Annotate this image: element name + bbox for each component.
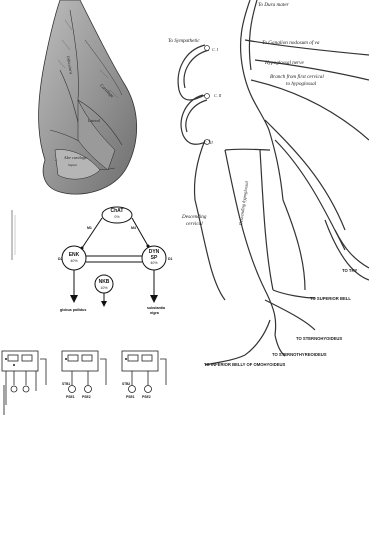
label-ganglion: To Ganglion nodosum of va — [262, 40, 319, 46]
anatomy-label-d: Alar cartilage — [64, 155, 87, 161]
edge-fragment — [0, 200, 20, 270]
schematic-label-2: PSE2 — [82, 395, 91, 400]
label-branch-first-cervical: Branch from first cervical — [270, 74, 324, 80]
label-c1: C. I — [212, 47, 218, 53]
schematic-small-1: STB1 — [62, 382, 70, 387]
cervical-nerve-drawing — [165, 0, 369, 380]
label-m1: M1 — [87, 226, 92, 231]
label-d2: D2 — [58, 257, 62, 262]
node-nkb: NKB — [94, 279, 114, 285]
node-dyn-pct: 40% — [142, 261, 166, 265]
node-enk: ENK — [62, 252, 86, 258]
nose-anatomy-drawing — [0, 0, 165, 200]
output-nigra: nigra — [150, 311, 159, 316]
anatomy-label-e: Septal — [68, 162, 77, 168]
label-sternothyreoideus: TO STERNOTHYREOIDEUS — [272, 352, 327, 357]
anatomy-label-c: Lateral — [88, 118, 100, 124]
label-descending-cervical: Descending — [182, 214, 207, 220]
label-m4: M4 — [131, 226, 136, 231]
label-to-thyro: TO THY — [342, 268, 357, 273]
schematic-label-4: PSE2 — [142, 395, 151, 400]
label-inferior-belly: TO INFERIOR BELLY OF OMOHYOIDEUS — [204, 362, 285, 367]
label-sternohyoideus: TO STERNOHYOIDEUS — [296, 336, 342, 341]
node-chat: ChAT — [104, 208, 130, 214]
electrical-schematics — [0, 345, 170, 415]
label-branch-first-cervical-2: to hypoglossal — [286, 81, 316, 87]
node-nkb-pct: 10% — [94, 286, 114, 290]
label-superior-belly: TO SUPERIOR BELL — [310, 296, 351, 301]
label-c2: C. II — [214, 93, 221, 99]
label-sympathetic: To Sympathetic — [168, 38, 200, 44]
schematic-label-3: PSE1 — [126, 395, 135, 400]
node-enk-pct: 40% — [62, 259, 86, 263]
label-d1: D1 — [168, 257, 172, 262]
label-dura-mater: To Dura mater — [258, 2, 289, 8]
label-descending-cervical-2: cervical — [186, 221, 203, 227]
label-c3: C. III — [204, 140, 213, 146]
schematic-small-2: STB2 — [122, 382, 130, 387]
schematic-label-1: PSE1 — [66, 395, 75, 400]
node-chat-pct: 0% — [104, 215, 130, 219]
label-hypoglossal-nerve: Hypoglossal nerve — [265, 60, 304, 66]
output-globus-pallidus: globus pallidus — [60, 308, 86, 313]
